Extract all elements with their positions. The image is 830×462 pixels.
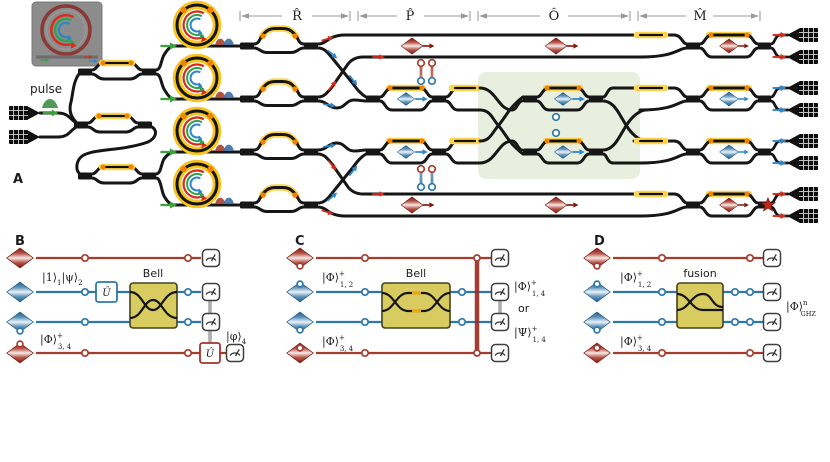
output-state-psi-label: |Ψ⟩+1, 4 <box>514 325 546 344</box>
output-state-phi-label: |Φ⟩+1, 4 <box>514 279 546 298</box>
measurement-meter-icon <box>762 312 782 332</box>
bell-chip-b <box>129 282 178 329</box>
pair-state-34-label: |Φ⟩+3, 4 <box>322 334 354 353</box>
fusion-chip <box>676 282 724 329</box>
input-state-label: |1⟩1|ψ⟩2 <box>42 271 83 287</box>
unitary-gate-label: Û <box>102 287 111 299</box>
panel-b-letter: B <box>15 234 25 249</box>
measurement-meter-icon <box>762 282 782 302</box>
input-fiber-1 <box>8 105 41 121</box>
feedforward-unitary-label: Û <box>206 348 215 360</box>
section-label-r: R̂ <box>292 8 303 24</box>
measurement-meter-icon <box>225 343 245 363</box>
section-label-p: P̂ <box>406 8 415 24</box>
section-span-p: P̂ <box>357 8 471 24</box>
or-label: or <box>518 302 530 315</box>
section-label-o: Ô <box>549 7 560 24</box>
section-label-m: M̂ <box>693 8 706 24</box>
unitary-gate-box <box>95 281 118 303</box>
phase-mzi-row3 <box>366 139 480 164</box>
measurement-meter-icon <box>490 282 510 302</box>
panel-c-letter: C <box>295 234 305 249</box>
measurement-meter-icon <box>762 343 782 363</box>
measurement-meter-icon <box>490 248 510 268</box>
phase-mzi-row2 <box>366 86 480 111</box>
wavepacket-2 <box>6 281 34 303</box>
pair-state-12-label: |Φ⟩+1, 2 <box>620 270 651 289</box>
panel-d-letter: D <box>594 234 605 249</box>
measurement-meter-icon <box>490 312 510 332</box>
input-fiber-2 <box>8 129 41 145</box>
wavepacket-1 <box>6 247 34 269</box>
sem-micrograph-inset <box>31 1 103 67</box>
measurement-meter-icon <box>201 312 221 332</box>
panel-c: C Bell |Φ⟩+1, 2 |Φ⟩+3, 4 |Φ⟩+1, 4 or |Ψ⟩… <box>286 234 546 364</box>
section-span-r: R̂ <box>239 8 351 24</box>
output-state-label: |φ⟩4 <box>226 330 247 346</box>
bell-label-b: Bell <box>143 267 163 280</box>
section-span-m: M̂ <box>637 8 761 24</box>
measurement-meter-icon <box>201 282 221 302</box>
feedforward-unitary-box <box>199 342 221 364</box>
pump-pulse-hump <box>42 99 58 108</box>
panel-b: B Û Bell Û |1⟩1|ψ⟩2 |Φ⟩+3, 4 |φ⟩4 <box>6 234 247 364</box>
micrograph-ring <box>40 4 92 56</box>
pump-splitter-tree <box>68 44 242 207</box>
pair-state-34-label: |Φ⟩+3, 4 <box>40 332 72 351</box>
section-spans: R̂ P̂ Ô M̂ <box>239 7 761 24</box>
measurement-meter-icon <box>201 248 221 268</box>
measurement-meter-icon <box>762 248 782 268</box>
section-span-o: Ô <box>477 7 631 24</box>
photon-pair-markers <box>416 58 561 192</box>
fusion-label: fusion <box>683 267 716 280</box>
pair-state-12-label: |Φ⟩+1, 2 <box>322 270 353 289</box>
panel-a-letter: A <box>13 172 23 187</box>
bell-chip-c <box>381 282 451 329</box>
panel-a: R̂ P̂ Ô M̂ pulse <box>8 1 818 223</box>
input-fibers <box>8 105 77 145</box>
pair-state-34-label: |Φ⟩+3, 4 <box>620 334 652 353</box>
bell-label-c: Bell <box>406 267 426 280</box>
measurement-meter-icon <box>490 343 510 363</box>
pulse-label: pulse <box>30 82 62 96</box>
